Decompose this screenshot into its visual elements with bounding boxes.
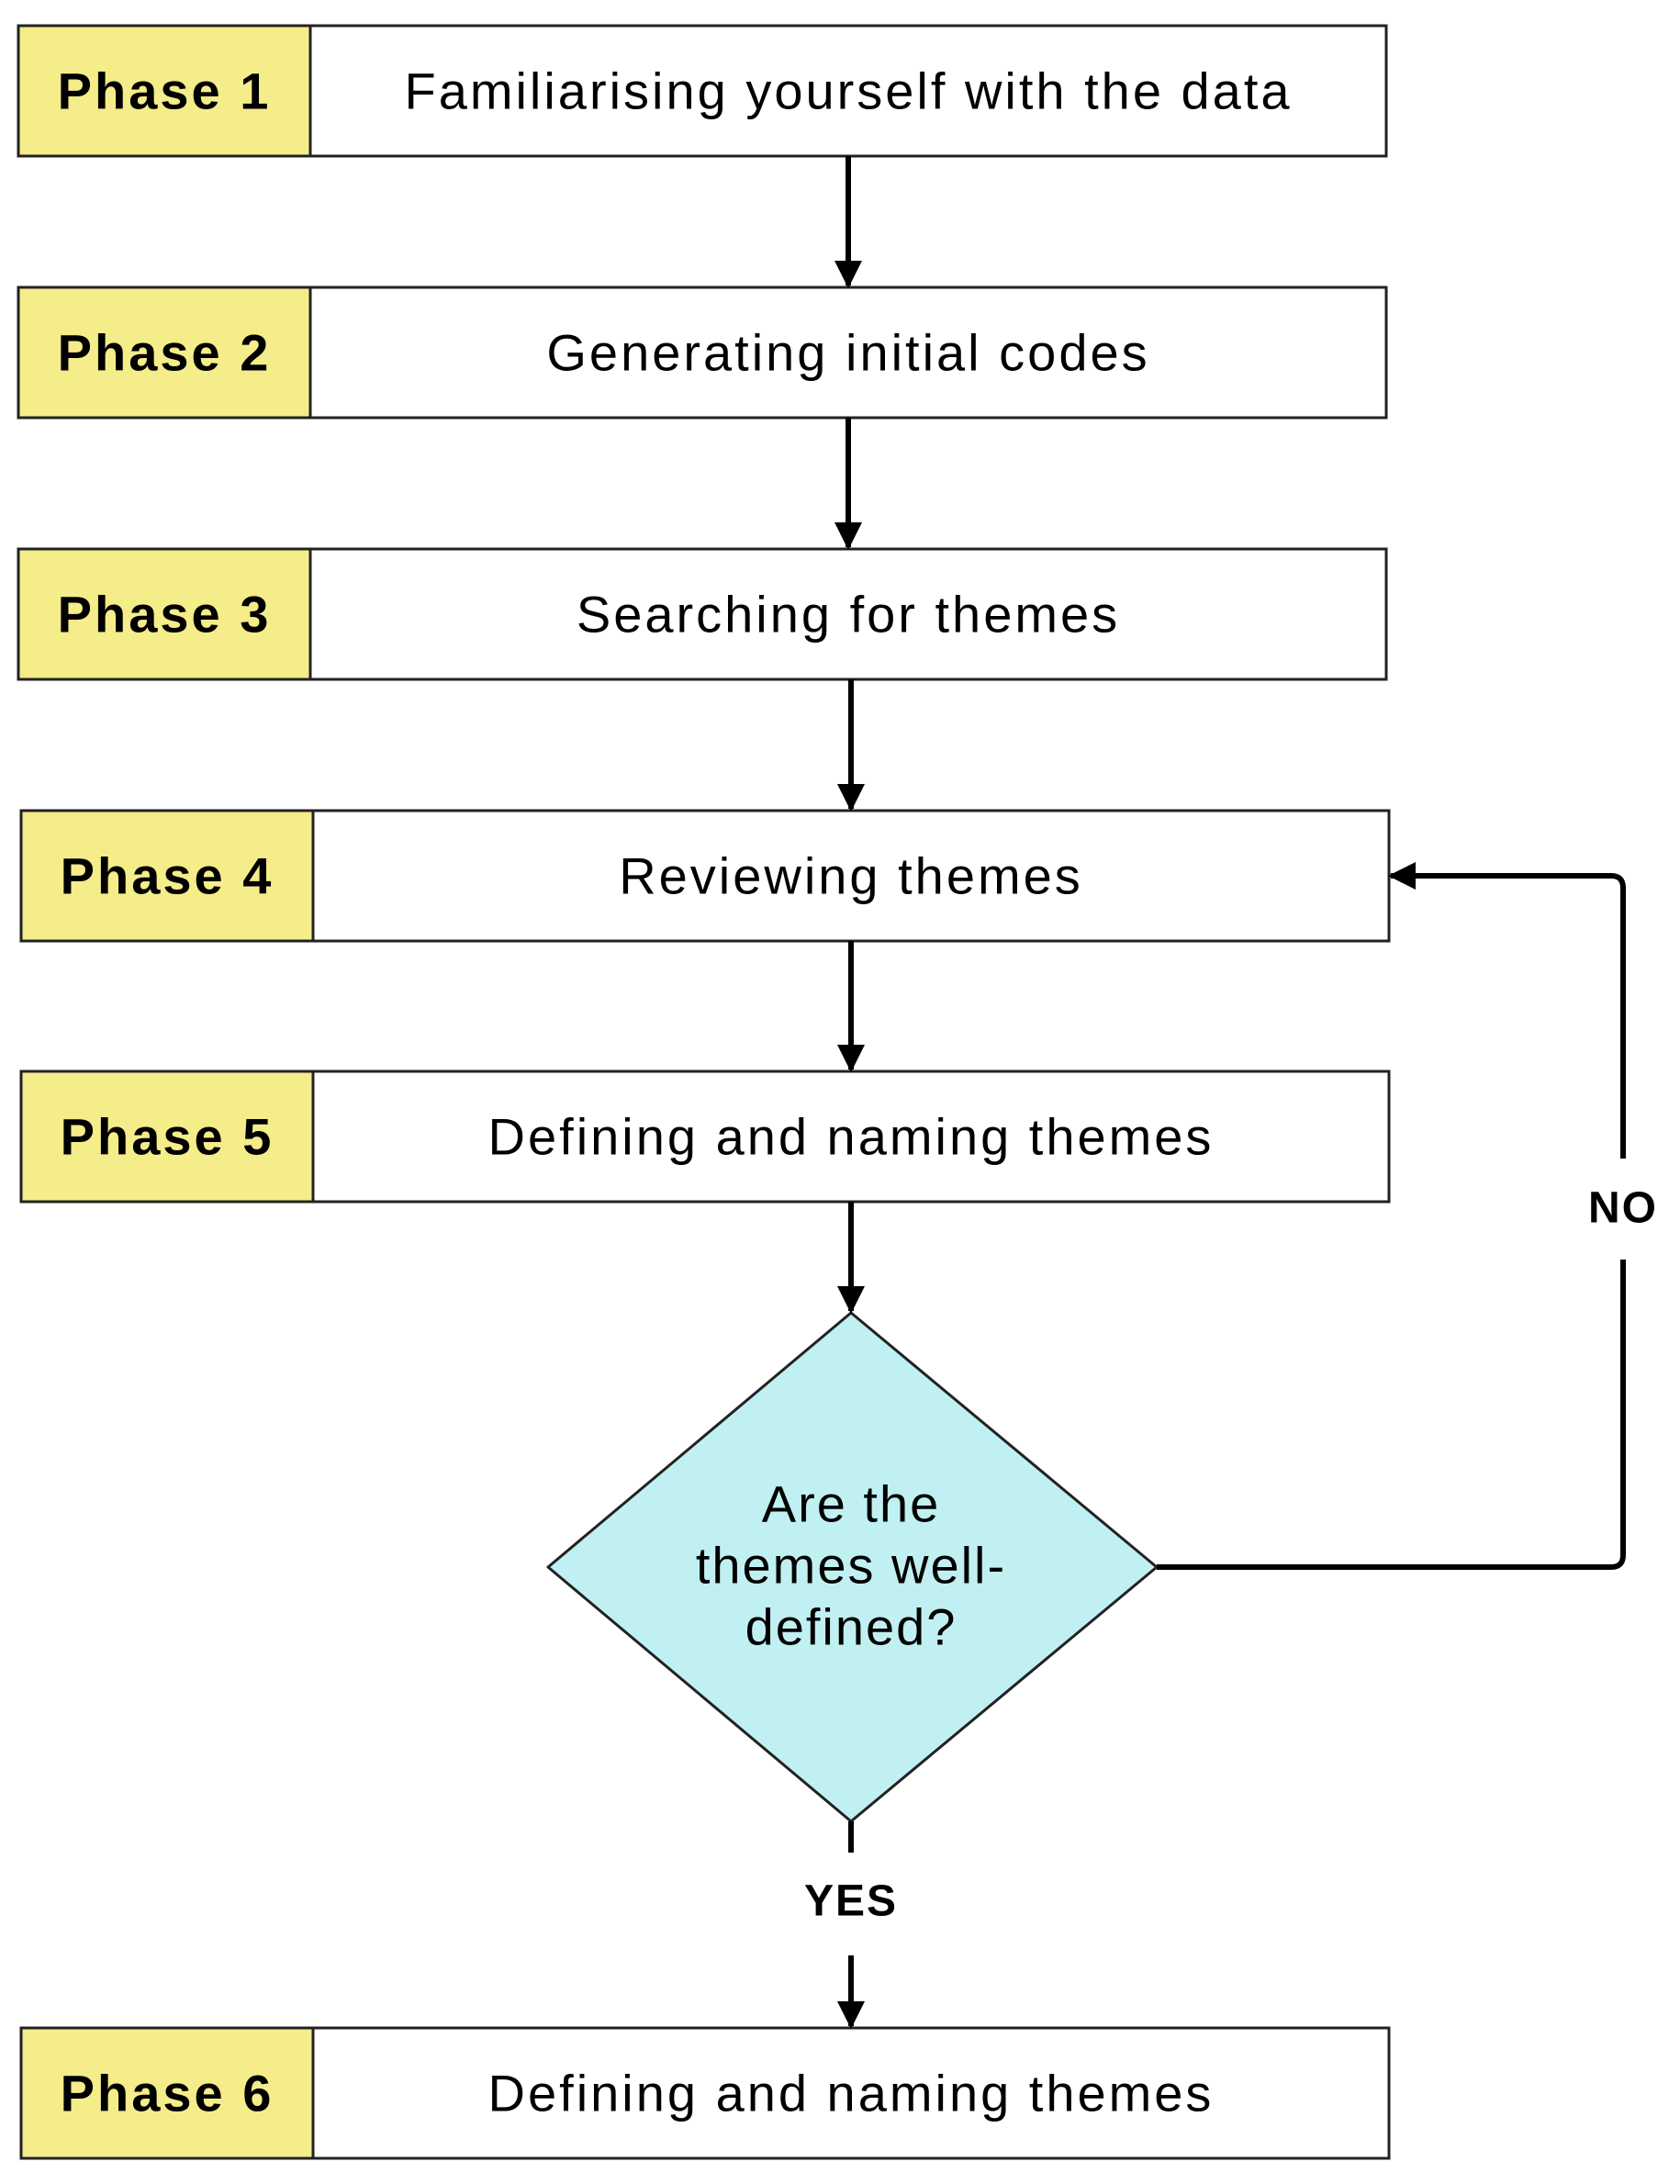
phase-row-4: Phase 4 Reviewing themes (19, 809, 1391, 943)
decision-label-line-2: themes well- (696, 1537, 1006, 1595)
no-branch-line-lower (1157, 1260, 1626, 1570)
phase-row-2: Phase 2 Generating initial codes (17, 286, 1388, 420)
phase-4-tag-label: Phase 4 (61, 847, 274, 905)
phase-2-tag-label: Phase 2 (58, 324, 272, 382)
phase-2-tag (17, 286, 312, 420)
phase-1-step-box (308, 24, 1388, 158)
yes-branch-label: YES (804, 1877, 898, 1926)
phase-6-step-box (311, 2026, 1391, 2160)
phase-row-1: Phase 1 Familiarising yourself with the … (17, 24, 1388, 158)
phase-6-step-label: Defining and naming themes (488, 2065, 1215, 2122)
phase-2-step-label: Generating initial codes (546, 324, 1149, 382)
phase-1-tag (17, 24, 312, 158)
no-branch-label: NO (1588, 1184, 1658, 1233)
phase-3-step-box (308, 547, 1388, 681)
phase-5-step-label: Defining and naming themes (488, 1108, 1215, 1166)
phase-row-6: Phase 6 Defining and naming themes (19, 2026, 1391, 2160)
phase-5-step-box (311, 1070, 1391, 1204)
phase-4-step-label: Reviewing themes (619, 847, 1083, 905)
phase-3-step-label: Searching for themes (577, 586, 1120, 644)
phase-4-tag (19, 809, 315, 943)
phase-6-tag (19, 2026, 315, 2160)
decision-label-line-1: Are the (762, 1475, 941, 1533)
no-branch-line-upper (1388, 862, 1626, 1159)
phase-2-step-box (308, 286, 1388, 420)
phase-1-step-label: Familiarising yourself with the data (404, 62, 1292, 120)
phase-3-tag (17, 547, 312, 681)
phase-4-step-box (311, 809, 1391, 943)
phase-6-tag-label: Phase 6 (61, 2065, 274, 2122)
phase-5-tag (19, 1070, 315, 1204)
decision-label-line-3: defined? (745, 1598, 958, 1656)
phase-5-tag-label: Phase 5 (61, 1108, 274, 1166)
phase-row-3: Phase 3 Searching for themes (17, 547, 1388, 681)
phase-1-tag-label: Phase 1 (58, 62, 272, 120)
phase-3-tag-label: Phase 3 (58, 586, 272, 644)
decision-node: Are the themes well- defined? (546, 1311, 1159, 1823)
phase-row-5: Phase 5 Defining and naming themes (19, 1070, 1391, 1204)
